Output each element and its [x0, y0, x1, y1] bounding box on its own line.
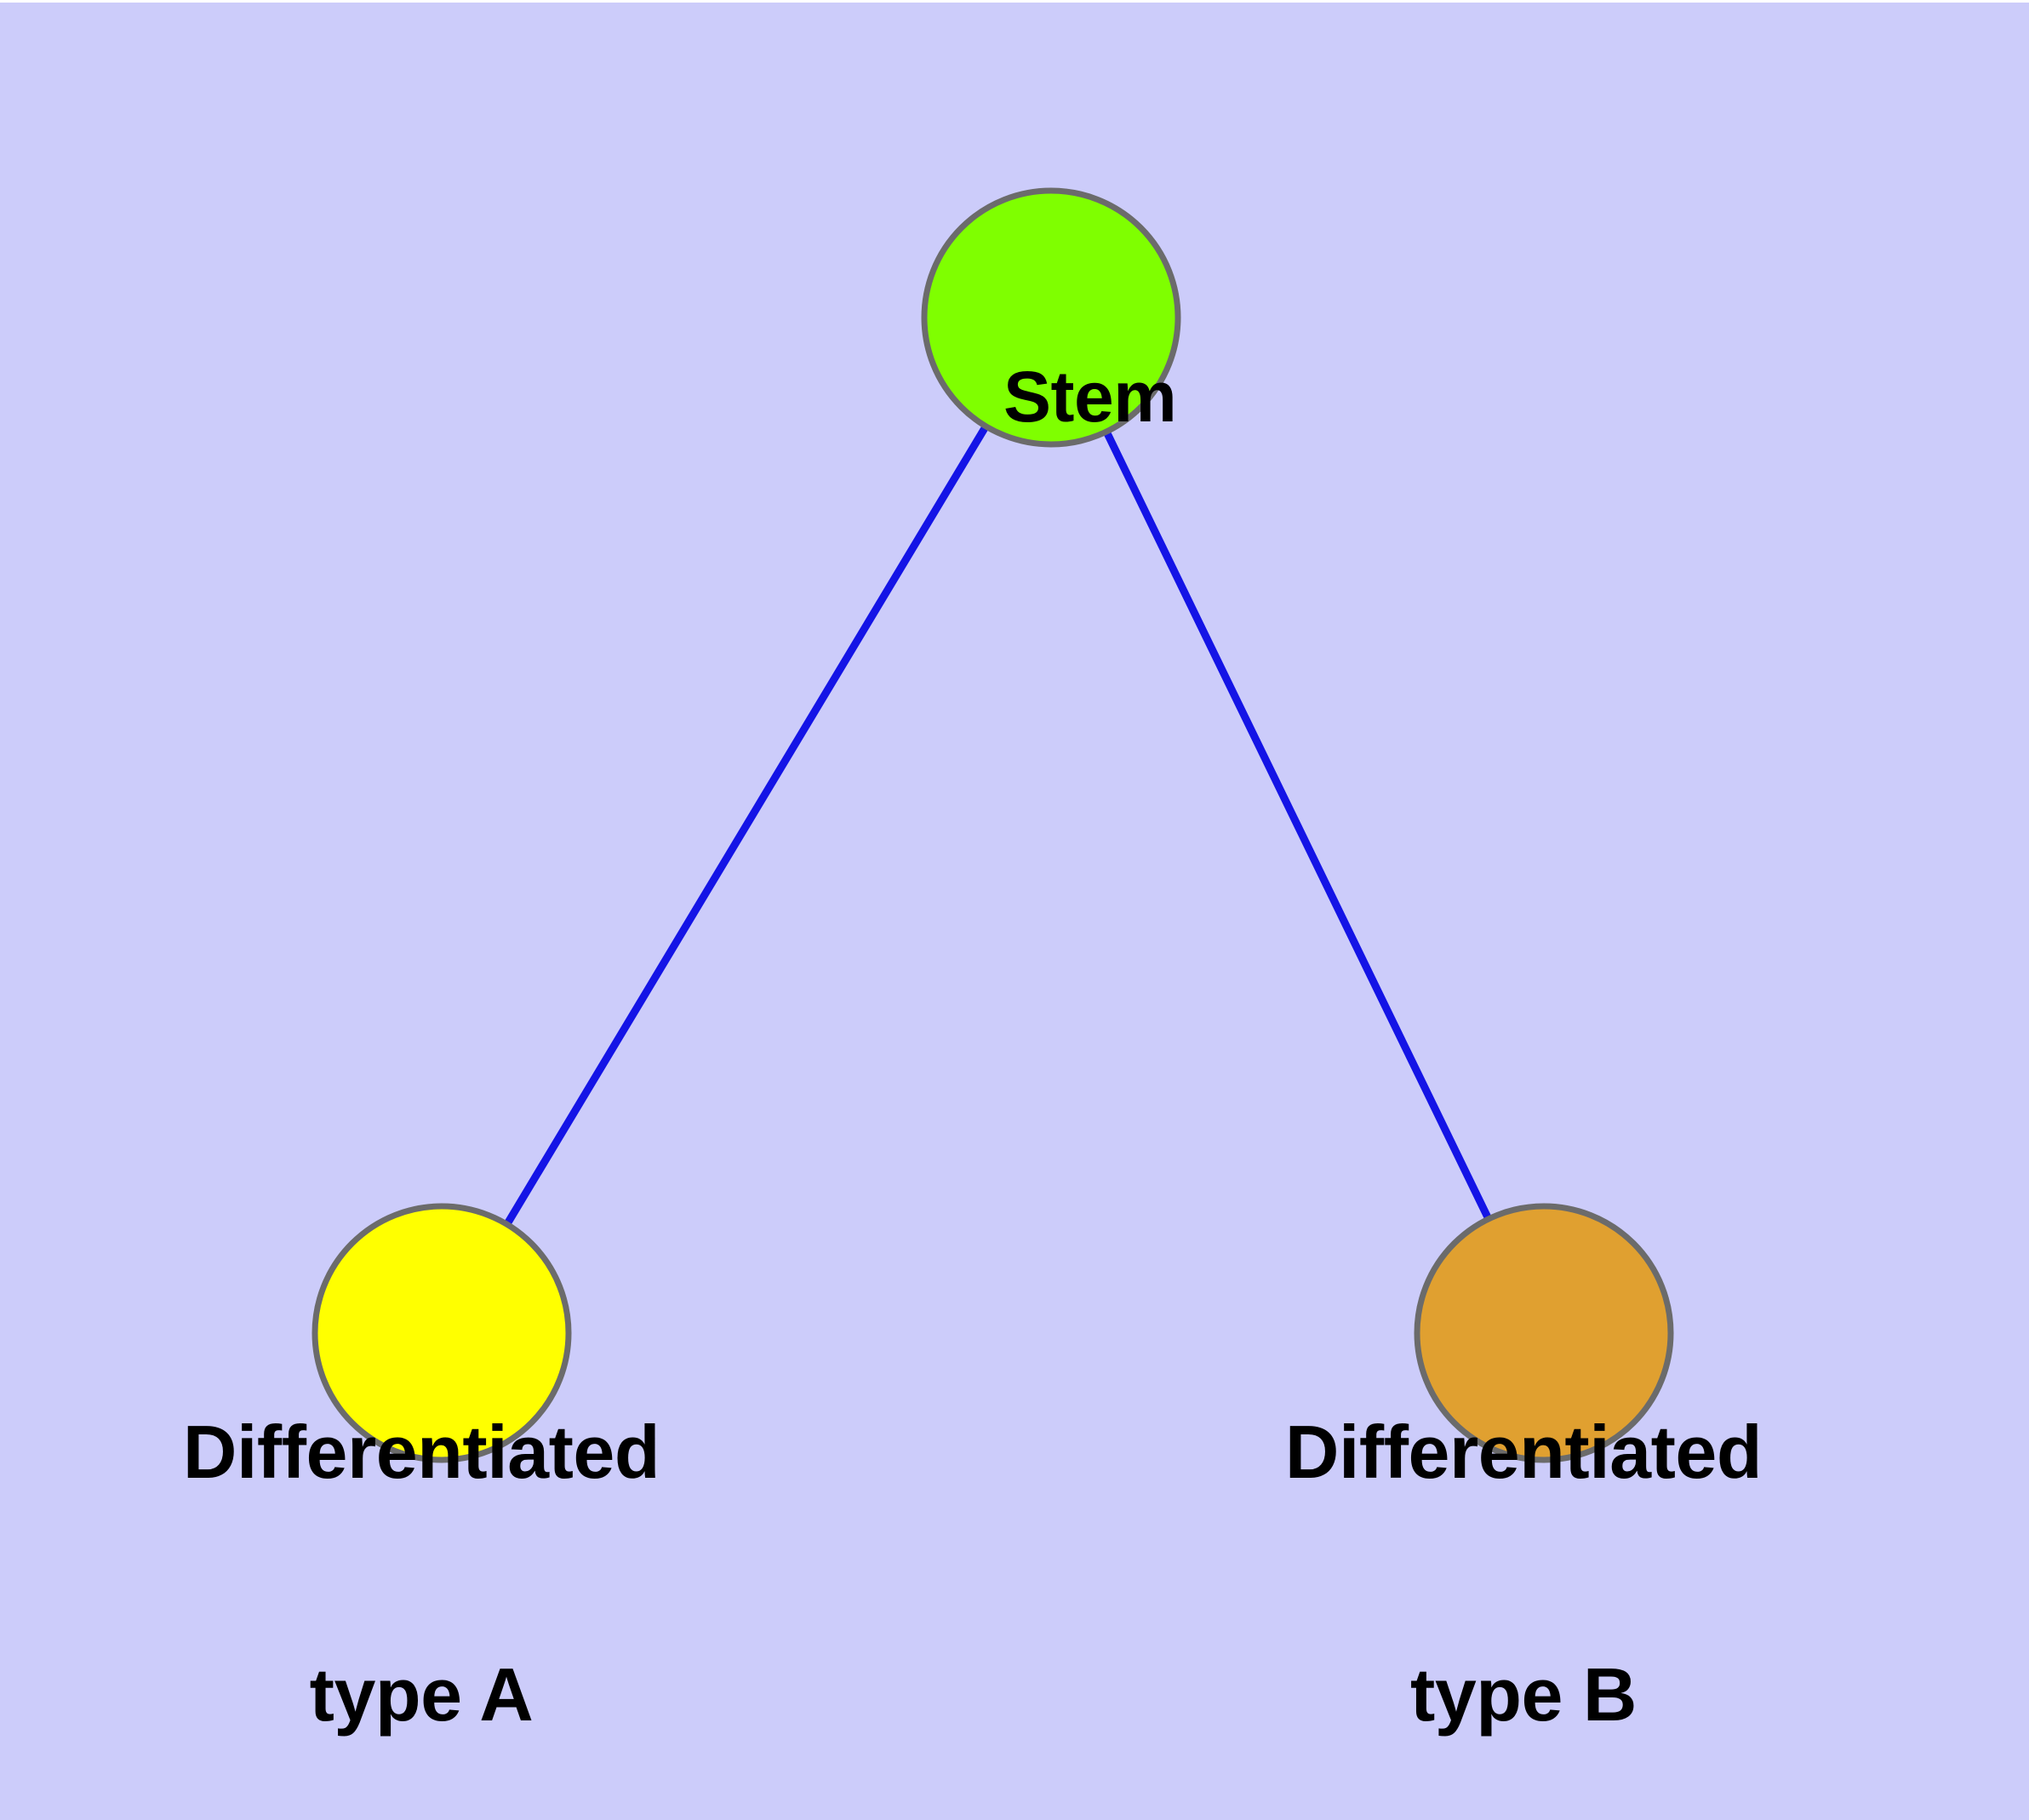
node-diff-b[interactable]: [1414, 1203, 1674, 1463]
edge-stem-to-diff-b: [1100, 426, 1495, 1225]
edge-group: [501, 421, 1495, 1230]
edge-stem-to-diff-a: [501, 421, 992, 1230]
node-stem[interactable]: [921, 187, 1181, 448]
node-diff-a[interactable]: [311, 1203, 572, 1463]
node-group: [311, 187, 1674, 1463]
